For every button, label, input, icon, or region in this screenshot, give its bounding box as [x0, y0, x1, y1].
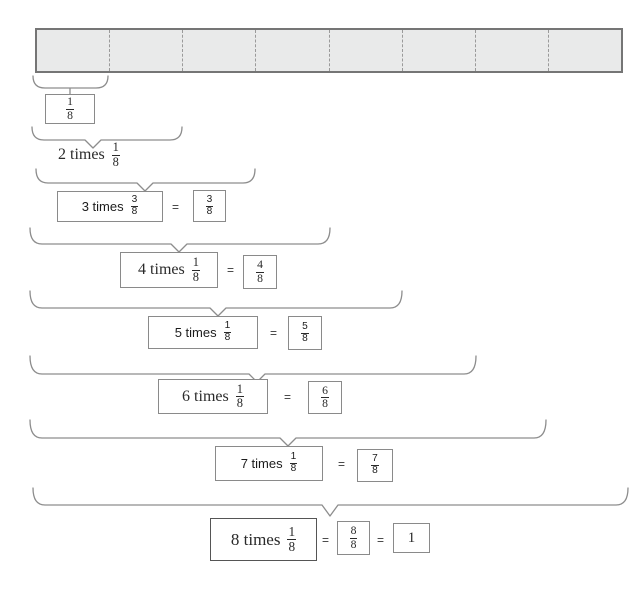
- label-2-times: 2 times 1 8: [58, 141, 120, 169]
- equals-sign: =: [322, 533, 330, 547]
- times-box-6: 6 times 1 8: [158, 379, 268, 414]
- times-text: 2 times: [58, 146, 105, 163]
- brace-7-eighths: [29, 419, 547, 447]
- whole-value: 1: [407, 529, 416, 546]
- times-box-4: 4 times 1 8: [120, 252, 218, 288]
- fraction-1-8: 1 8: [66, 95, 74, 122]
- times-text: 8 times: [230, 530, 281, 549]
- fraction-bar: [35, 28, 623, 73]
- times-box-3: 3 times 3 8: [57, 191, 163, 222]
- bar-segment: [401, 30, 475, 71]
- times-text: 7 times: [240, 456, 283, 471]
- bar-segment: [182, 30, 255, 71]
- result-box-7: 7 8: [357, 449, 393, 482]
- result-box-4: 4 8: [243, 255, 277, 289]
- result-box-5: 5 8: [288, 316, 322, 350]
- whole-box: 1: [393, 523, 430, 553]
- result-box-8: 8 8: [337, 521, 370, 555]
- brace-1-eighth: [32, 75, 109, 95]
- times-box-5: 5 times 1 8: [148, 316, 258, 349]
- fraction-7-8: 7 8: [371, 453, 379, 476]
- fraction-1-8: 1 8: [223, 320, 232, 343]
- fraction-3-8: 3 8: [130, 194, 139, 217]
- equals-sign: =: [172, 200, 180, 214]
- fraction-1-8: 1 8: [111, 140, 120, 169]
- fraction-1-8: 1 8: [287, 524, 297, 554]
- result-box-6: 6 8: [308, 381, 342, 414]
- brace-4-eighths: [29, 227, 331, 253]
- equals-sign: =: [270, 326, 278, 340]
- brace-8-eighths: [32, 487, 629, 517]
- bar-segment: [37, 30, 109, 71]
- equals-sign: =: [377, 533, 385, 547]
- times-box-8: 8 times 1 8: [210, 518, 317, 561]
- bar-segment: [328, 30, 402, 71]
- bar-segment: [255, 30, 328, 71]
- times-text: 6 times: [182, 387, 229, 405]
- unit-fraction-box: 1 8: [45, 94, 95, 124]
- result-box-3: 3 8: [193, 190, 226, 222]
- fraction-8-8: 8 8: [349, 524, 358, 551]
- equals-sign: =: [227, 263, 235, 277]
- fraction-3-8: 3 8: [205, 193, 214, 217]
- fraction-1-8: 1 8: [289, 451, 298, 474]
- fraction-1-8: 1 8: [235, 381, 244, 410]
- brace-5-eighths: [29, 290, 403, 317]
- brace-3-eighths: [35, 168, 256, 192]
- equals-sign: =: [338, 457, 346, 471]
- equals-sign: =: [284, 390, 292, 404]
- times-text: 3 times: [81, 199, 124, 214]
- times-text: 5 times: [174, 325, 217, 340]
- fraction-6-8: 6 8: [321, 383, 329, 410]
- times-box-7: 7 times 1 8: [215, 446, 323, 481]
- fraction-1-8: 1 8: [191, 255, 200, 284]
- bar-segment: [109, 30, 182, 71]
- bar-segment: [547, 30, 621, 71]
- fraction-4-8: 4 8: [256, 258, 264, 285]
- bar-segment: [474, 30, 548, 71]
- times-text: 4 times: [138, 261, 185, 278]
- fraction-5-8: 5 8: [301, 320, 309, 344]
